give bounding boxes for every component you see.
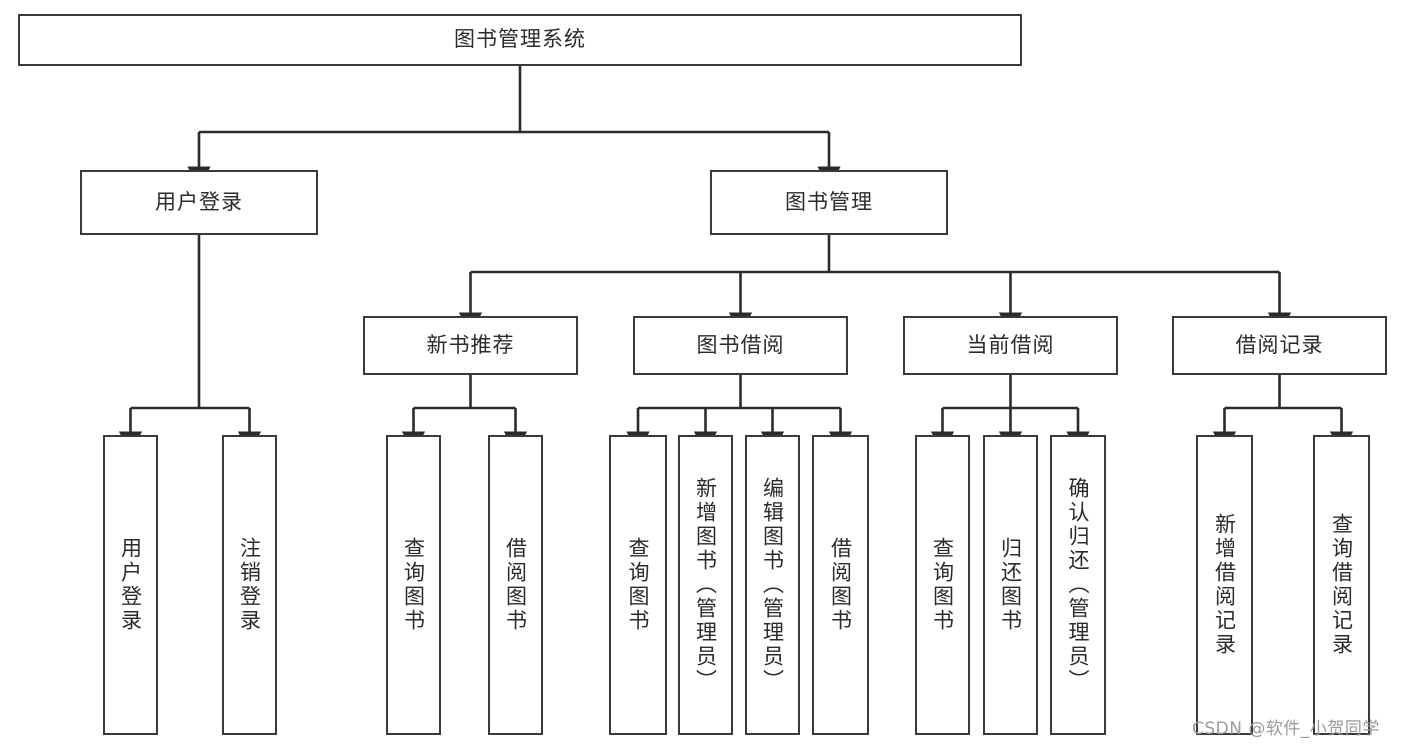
node-l4-addrecord[interactable]: 新增借阅记录 — [1196, 435, 1253, 735]
node-label: 图书借阅 — [696, 332, 785, 357]
node-label: 借阅记录 — [1235, 332, 1324, 357]
node-l4-borrow-2[interactable]: 借阅图书 — [812, 435, 869, 735]
node-l4-queryrecord[interactable]: 查询借阅记录 — [1313, 435, 1370, 735]
node-label: 借阅图书 — [828, 537, 853, 633]
node-label: 查询图书 — [401, 537, 426, 633]
node-l3-record[interactable]: 借阅记录 — [1172, 316, 1387, 375]
node-l4-logout[interactable]: 注销登录 — [222, 435, 277, 735]
node-l4-query-2[interactable]: 查询图书 — [609, 435, 667, 735]
node-label: 用户登录 — [118, 537, 143, 633]
node-label: 查询图书 — [626, 537, 651, 633]
node-label: 确认归还（管理员） — [1066, 477, 1091, 693]
node-label: 查询图书 — [930, 537, 955, 633]
node-l3-current[interactable]: 当前借阅 — [903, 316, 1118, 375]
node-label: 用户登录 — [155, 189, 243, 214]
node-l4-editbook[interactable]: 编辑图书（管理员） — [745, 435, 800, 735]
node-label: 当前借阅 — [966, 332, 1055, 357]
node-label: 图书管理系统 — [454, 27, 586, 52]
node-l4-confirm[interactable]: 确认归还（管理员） — [1050, 435, 1106, 735]
node-l4-userlogin[interactable]: 用户登录 — [103, 435, 158, 735]
node-l4-addbook[interactable]: 新增图书（管理员） — [678, 435, 733, 735]
node-l4-return[interactable]: 归还图书 — [983, 435, 1038, 735]
node-label: 新增借阅记录 — [1212, 513, 1237, 657]
node-l4-query-1[interactable]: 查询图书 — [386, 435, 441, 735]
node-label: 归还图书 — [998, 537, 1023, 633]
node-l2-book[interactable]: 图书管理 — [710, 170, 948, 235]
node-label: 借阅图书 — [503, 537, 528, 633]
node-label: 注销登录 — [237, 537, 262, 633]
node-label: 新书推荐 — [426, 332, 515, 357]
node-label: 查询借阅记录 — [1329, 513, 1354, 657]
node-l4-borrow-1[interactable]: 借阅图书 — [488, 435, 543, 735]
node-label: 编辑图书（管理员） — [760, 477, 785, 693]
node-l3-newbook[interactable]: 新书推荐 — [363, 316, 578, 375]
node-l4-query-3[interactable]: 查询图书 — [915, 435, 970, 735]
node-l2-login[interactable]: 用户登录 — [80, 170, 318, 235]
node-label: 图书管理 — [785, 189, 873, 214]
node-l3-borrow[interactable]: 图书借阅 — [633, 316, 848, 375]
node-root[interactable]: 图书管理系统 — [18, 14, 1022, 66]
node-label: 新增图书（管理员） — [693, 477, 718, 693]
